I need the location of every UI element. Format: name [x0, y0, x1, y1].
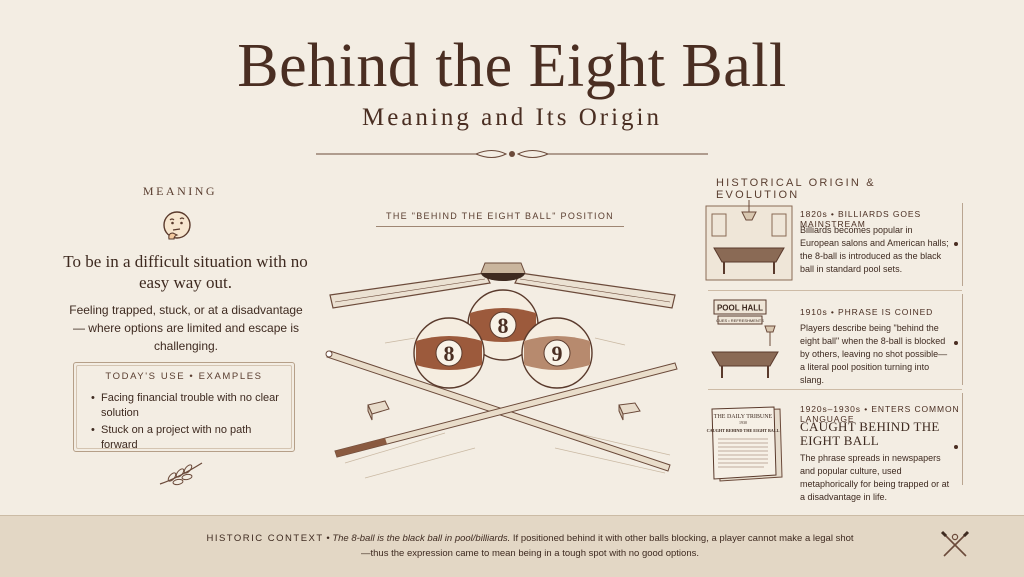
pool-hall-sign: POOL HALL — [717, 304, 763, 313]
timeline-line — [962, 393, 963, 485]
meaning-heading: MEANING — [142, 184, 218, 198]
billiard-salon-illustration — [705, 200, 793, 281]
timeline-separator — [708, 389, 962, 390]
newspaper-masthead: THE DAILY TRIBUNE — [714, 414, 773, 420]
page-title: Behind the Eight Ball — [237, 32, 787, 100]
example-text: Facing financial trouble with no clear s… — [101, 392, 279, 419]
ball-9: 9 — [521, 317, 593, 389]
context-label: HISTORIC CONTEXT — [206, 533, 324, 544]
example-item: •Facing financial trouble with no clear … — [91, 391, 287, 421]
example-text: Stuck on a project with no path forward — [101, 424, 252, 451]
leaf-sprig-icon — [159, 462, 203, 486]
example-item: •Stuck on a project with no path forward — [91, 423, 287, 453]
history-heading: HISTORICAL ORIGIN & EVOLUTION — [716, 177, 876, 201]
era-headline: CAUGHT BEHIND THE EIGHT BALL — [800, 419, 940, 448]
thinking-face-icon — [163, 211, 191, 240]
felt-hatching — [344, 337, 671, 479]
historic-context-band — [0, 515, 1024, 577]
ball-number: 9 — [552, 341, 563, 366]
crossed-cues-icon — [940, 530, 970, 557]
context-separator: • — [323, 533, 333, 544]
ball-number: 8 — [498, 313, 509, 338]
cue-stick — [334, 362, 678, 458]
meaning-definition: To be in a difficult situation with no e… — [63, 252, 308, 292]
page-subtitle: Meaning and Its Origin — [362, 104, 662, 131]
pool-hall-subsign: CUES • REFRESHMENTS — [716, 318, 764, 323]
todays-use-heading: TODAY'S USE • EXAMPLES — [105, 371, 263, 382]
chalk-cube — [618, 402, 641, 421]
table-rails — [329, 272, 676, 309]
todays-use-box: TODAY'S USE • EXAMPLES •Facing financial… — [73, 362, 295, 452]
ball-8: 8 — [413, 317, 485, 389]
ball-number: 8 — [444, 341, 455, 366]
timeline-dot — [954, 242, 958, 246]
timeline-line — [962, 294, 963, 385]
timeline-dot — [954, 341, 958, 345]
era-date: 1920s–1930s • ENTERS COMMON LANGUAGE — [800, 404, 960, 424]
position-label: THE "BEHIND THE EIGHT BALL" POSITION — [386, 211, 614, 221]
pool-table-illustration: 8 8 9 — [325, 262, 678, 479]
era-date: 1910s • PHRASE IS COINED — [800, 307, 934, 317]
context-body: If positioned behind it with other balls… — [361, 533, 854, 559]
pool-hall-illustration: POOL HALL CUES • REFRESHMENTS — [711, 299, 779, 378]
historic-context-text: HISTORIC CONTEXT • The 8-ball is the bla… — [205, 531, 855, 561]
newspaper-headline: CAUGHT BEHIND THE EIGHT BALL — [707, 428, 780, 433]
newspaper-year: 1930 — [739, 420, 747, 425]
position-label-underline — [376, 226, 624, 227]
timeline-line — [962, 203, 963, 286]
timeline-separator — [708, 290, 962, 291]
corner-pocket — [480, 262, 526, 281]
context-emphasis: The 8-ball is the black ball in pool/bil… — [332, 533, 511, 544]
meaning-description: Feeling trapped, stuck, or at a disadvan… — [69, 303, 303, 353]
timeline-dot — [954, 445, 958, 449]
ornamental-divider — [316, 150, 708, 158]
eight-ball: 8 — [467, 289, 539, 361]
chalk-cube — [367, 400, 390, 421]
era-description: Players describe being "behind the eight… — [800, 323, 948, 385]
newspaper-illustration: THE DAILY TRIBUNE 1930 CAUGHT BEHIND THE… — [707, 406, 783, 482]
era-description: The phrase spreads in newspapers and pop… — [800, 453, 950, 502]
era-description: Billiards becomes popular in European sa… — [800, 225, 949, 274]
era-date: 1820s • BILLIARDS GOES MAINSTREAM — [800, 209, 922, 229]
